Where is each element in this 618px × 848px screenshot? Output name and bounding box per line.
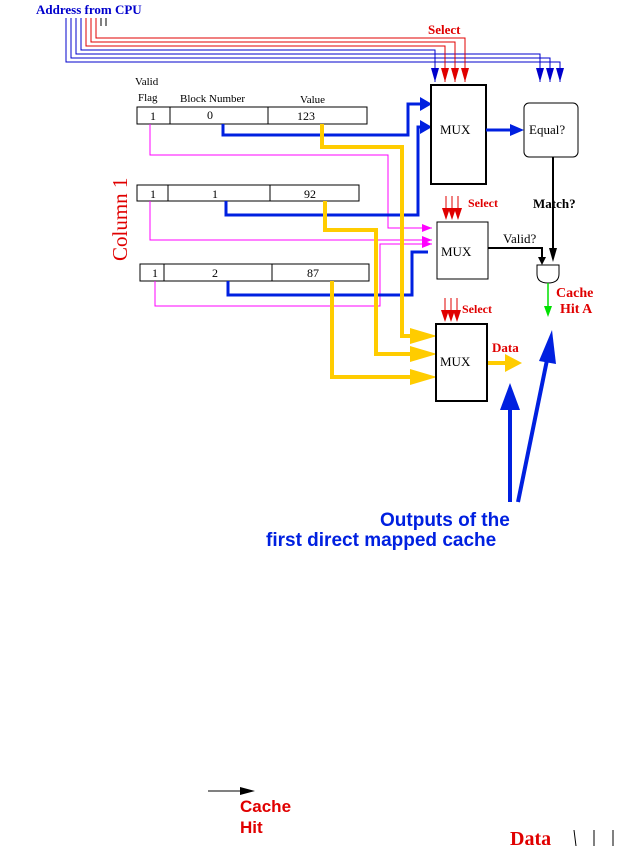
mux-to-equal-arrowhead	[510, 124, 524, 136]
data-bottom-label: Data	[510, 828, 551, 848]
header-flag: Flag	[138, 92, 158, 104]
row0-valid: 1	[150, 109, 156, 123]
mux-bot	[435, 323, 488, 402]
row1-block: 1	[212, 187, 218, 201]
mux-top-label: MUX	[440, 122, 471, 137]
column-label: Column 1	[108, 178, 132, 261]
table-row	[136, 184, 360, 202]
cache-hit-line2: Hit	[240, 818, 263, 837]
output-arrow-lines	[508, 359, 549, 503]
and-to-hit-arrowhead	[544, 306, 552, 317]
data-bottom-ticks	[573, 829, 614, 847]
valid-flag-arrowheads	[422, 224, 432, 248]
row2-block: 2	[212, 266, 218, 280]
select-mid-label: Select	[468, 196, 498, 210]
cache-hit-line1: Cache	[240, 797, 291, 816]
equal-label: Equal?	[529, 122, 565, 137]
row0-value: 123	[297, 109, 315, 123]
row2-valid: 1	[152, 266, 158, 280]
match-arrowhead	[549, 248, 557, 262]
mux-mid-label: MUX	[441, 244, 472, 259]
row2-value: 87	[307, 266, 319, 280]
data-value-arrowheads	[410, 328, 522, 385]
output-arrowheads	[500, 330, 556, 410]
mux-top	[430, 84, 487, 185]
table-row	[136, 106, 368, 125]
mux-bot-label: MUX	[440, 354, 471, 369]
cache-hit-a-line2: Hit A	[560, 302, 593, 317]
select-bot-arrowheads	[441, 310, 461, 322]
select-top-label: Select	[428, 22, 461, 37]
equal-comparator	[523, 102, 579, 158]
data-value-buses	[320, 124, 510, 379]
valid-question-label: Valid?	[503, 231, 536, 246]
table-row	[139, 263, 370, 282]
header-value: Value	[300, 94, 325, 106]
select-mid-lines	[445, 196, 459, 210]
cache-hit-a-line1: Cache	[556, 286, 593, 301]
select-mid-arrowheads	[442, 208, 462, 220]
outputs-label-line1: Outputs of the	[380, 510, 510, 531]
row1-value: 92	[304, 187, 316, 201]
row1-valid: 1	[150, 187, 156, 201]
and-gate	[536, 264, 560, 284]
cache-hit-arrowhead	[240, 787, 255, 795]
address-arrowheads	[431, 68, 564, 82]
mux-mid	[436, 221, 489, 280]
valid-to-and-arrowhead	[538, 257, 546, 265]
select-bot-lines	[444, 298, 458, 312]
header-valid: Valid	[135, 76, 159, 88]
row0-block: 0	[207, 108, 213, 122]
valid-to-and-line	[488, 247, 543, 262]
address-lines	[65, 18, 561, 82]
block-number-arrowheads	[420, 97, 432, 134]
header-block-number: Block Number	[180, 93, 245, 105]
match-label: Match?	[533, 196, 576, 211]
block-number-buses	[221, 102, 428, 297]
address-from-cpu-label: Address from CPU	[36, 2, 142, 17]
outputs-label-line2: first direct mapped cache	[266, 530, 496, 551]
select-bot-label: Select	[462, 302, 492, 316]
data-out-label: Data	[492, 340, 519, 355]
